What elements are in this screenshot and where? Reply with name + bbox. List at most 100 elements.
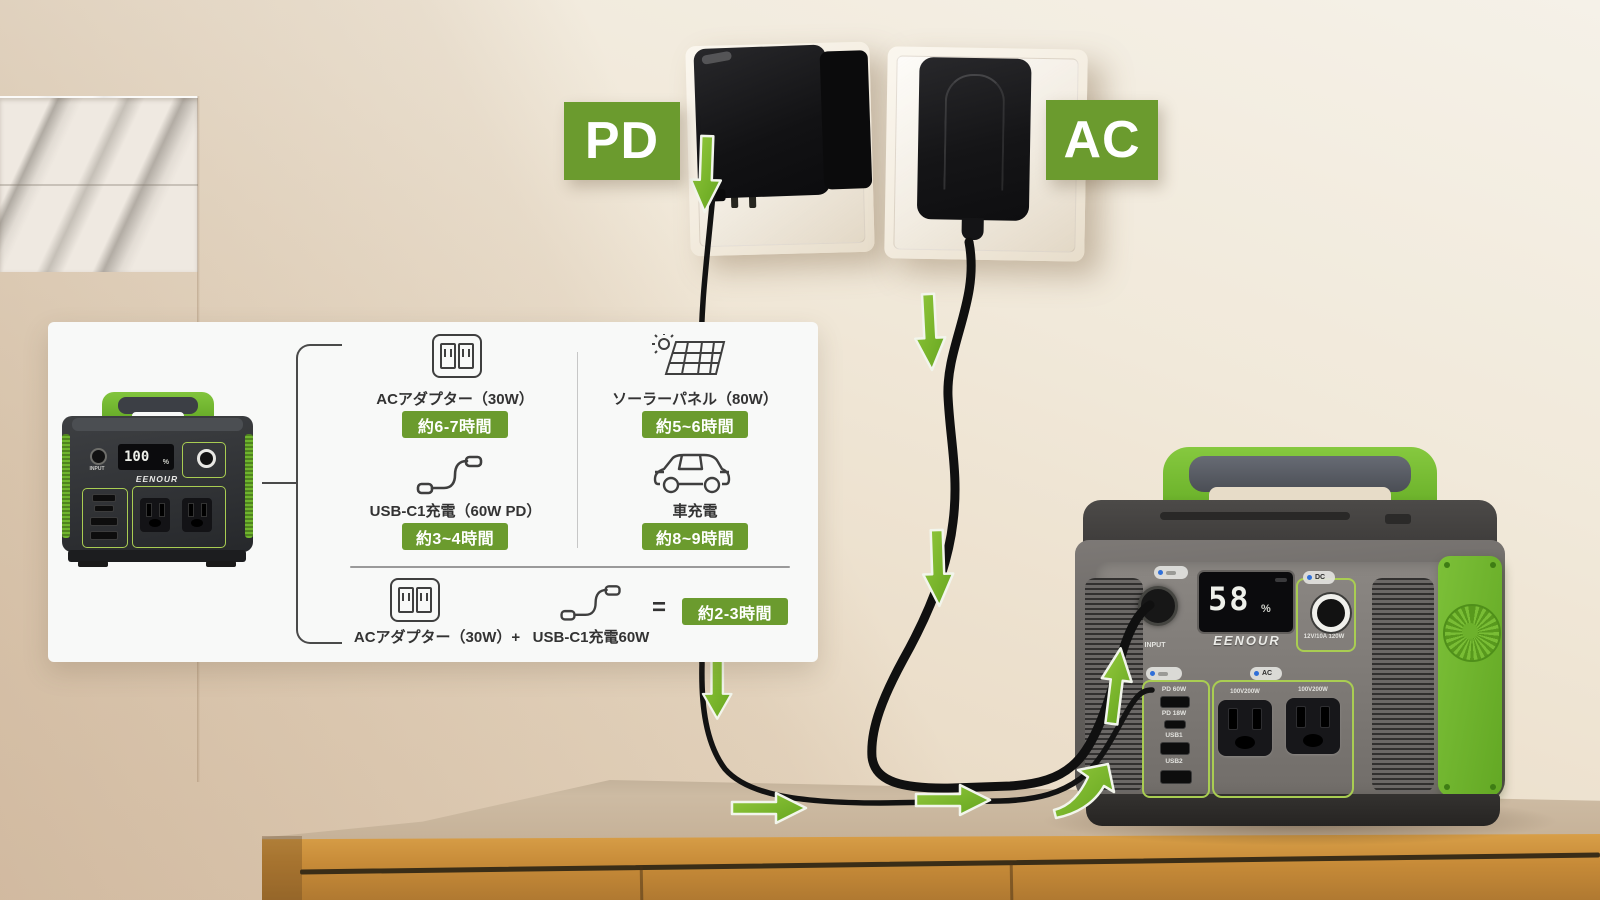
- ac-section-pill: AC: [1250, 667, 1282, 680]
- ac-outlet-label: 100V200W: [1230, 689, 1260, 695]
- fan-hub: [1462, 623, 1478, 639]
- ac-outlet-2[interactable]: [1286, 698, 1340, 754]
- usb-c-port-pd18w[interactable]: [1164, 720, 1186, 729]
- dc-section-pill: DC: [1303, 571, 1335, 584]
- usb-c-cable-icon: [416, 455, 483, 495]
- device-top-vent: [1160, 512, 1350, 520]
- charge-time-badge: 約8~9時間: [642, 523, 748, 550]
- outlet-ground: [191, 519, 203, 527]
- dc-pill-label: DC: [1315, 574, 1326, 581]
- car-icon: [653, 453, 731, 494]
- connector-stub: [262, 482, 298, 484]
- ac-outlet-label: 100V200W: [1298, 687, 1328, 693]
- mini-foot: [206, 561, 236, 567]
- handle-grip: [1189, 456, 1411, 492]
- indicator-led: [1150, 671, 1155, 676]
- indicator-led: [1307, 575, 1312, 580]
- method-label: ソーラーパネル（80W）: [612, 391, 778, 408]
- method-label: USB-C1充電（60W PD）: [369, 503, 542, 520]
- mini-ac-outlet: [182, 498, 212, 532]
- mini-dc-section: [182, 442, 226, 478]
- usb-a-port-2[interactable]: [1160, 770, 1192, 784]
- outlet-ground: [1303, 734, 1323, 747]
- indicator-led: [1254, 671, 1259, 676]
- pd-tag: PD: [564, 102, 680, 180]
- combo-left-label: ACアダプター（30W）+: [353, 629, 521, 646]
- pd-wall-charger: [693, 43, 874, 203]
- mini-usb-port: [92, 494, 116, 502]
- device-top-latch: [1385, 514, 1411, 524]
- input-jack[interactable]: [1138, 586, 1178, 626]
- outlet-ground: [149, 519, 161, 527]
- indicator-glyph: [1166, 570, 1176, 575]
- battery-percent-value: 58: [1208, 580, 1251, 618]
- outlet-slot: [1228, 708, 1238, 730]
- mini-input-jack: [90, 448, 107, 465]
- mini-usb-port: [90, 517, 118, 526]
- dc-output-label: 12V/10A 120W: [1303, 634, 1345, 640]
- mini-base: [68, 550, 246, 562]
- mini-dc-jack: [197, 449, 216, 468]
- usb-section-pill: [1146, 667, 1182, 680]
- ac-outlet-1[interactable]: [1218, 700, 1272, 756]
- battery-display: 58 %: [1199, 572, 1293, 632]
- ac-pill-label: AC: [1262, 670, 1273, 677]
- method-label: 車充電: [672, 503, 718, 520]
- marble-wall-tile: [0, 96, 198, 272]
- dc-indicator-pill: [1154, 566, 1188, 579]
- usb-port-label: PD 18W: [1161, 710, 1187, 717]
- marble-seam: [0, 184, 198, 186]
- charge-time-badge: 約5~6時間: [642, 411, 748, 438]
- mini-usb-section: [82, 488, 128, 548]
- outlet-slot: [1296, 706, 1306, 728]
- charge-time-badge: 約3~4時間: [402, 523, 508, 550]
- mini-brand-logo: EENOUR: [135, 474, 179, 484]
- drawer-seam: [639, 865, 644, 900]
- ac-adapter-highlight: [943, 73, 1006, 191]
- charge-time-badge: 約6-7時間: [402, 411, 508, 438]
- outlet-ground: [1235, 736, 1255, 749]
- pd-charger-plug: [705, 189, 726, 202]
- mini-handle-grip: [118, 397, 198, 414]
- outlet-slot: [1252, 708, 1262, 730]
- pd-charger-side: [819, 50, 873, 190]
- ac-adapter-strain-relief: [961, 217, 984, 241]
- charge-time-badge: 約2-3時間: [682, 598, 788, 625]
- input-label: INPUT: [1144, 642, 1166, 649]
- ac-outlet-icon: [390, 578, 440, 622]
- mini-input-label: INPUT: [89, 466, 105, 472]
- device-base: [1086, 794, 1500, 826]
- usb-port-label: USB2: [1165, 758, 1183, 765]
- percent-sign: %: [1261, 603, 1271, 615]
- mini-usb-port: [90, 531, 118, 540]
- brand-logo: EENOUR: [1213, 633, 1281, 648]
- ac-tag: AC: [1046, 100, 1158, 180]
- screw: [1444, 562, 1450, 568]
- dc-output-jack[interactable]: [1312, 594, 1350, 632]
- combo-right-label: USB-C1充電60W: [532, 629, 650, 646]
- mini-battery-value: 100: [124, 449, 150, 465]
- connector-bracket: [296, 344, 342, 644]
- mini-ac-outlet: [140, 498, 170, 532]
- outlet-slot: [1320, 706, 1330, 728]
- usb-a-port-1[interactable]: [1160, 742, 1190, 755]
- usb-port-label: PD 60W: [1161, 686, 1187, 693]
- fan-vent-icon: [1443, 604, 1501, 662]
- method-label: ACアダプター（30W）: [376, 391, 534, 408]
- mini-power-station: 100 % INPUT EENOUR: [60, 388, 255, 578]
- usb-c-port-pd60w[interactable]: [1160, 696, 1190, 708]
- mini-left-trim: [62, 434, 70, 538]
- right-rib-grille: [1372, 578, 1434, 792]
- ac-section: [1212, 680, 1354, 798]
- usb-port-label: USB1: [1165, 732, 1183, 739]
- pd-charger-front: [693, 44, 831, 200]
- equals-sign: =: [652, 594, 667, 621]
- row-divider: [350, 566, 790, 568]
- left-rib-grille: [1085, 578, 1143, 792]
- outlet-slot: [159, 503, 165, 517]
- mini-percent-sign: %: [162, 459, 169, 466]
- screw: [1444, 784, 1450, 790]
- charging-info-panel: 100 % INPUT EENOUR: [48, 322, 818, 662]
- mini-ac-section: [132, 486, 226, 548]
